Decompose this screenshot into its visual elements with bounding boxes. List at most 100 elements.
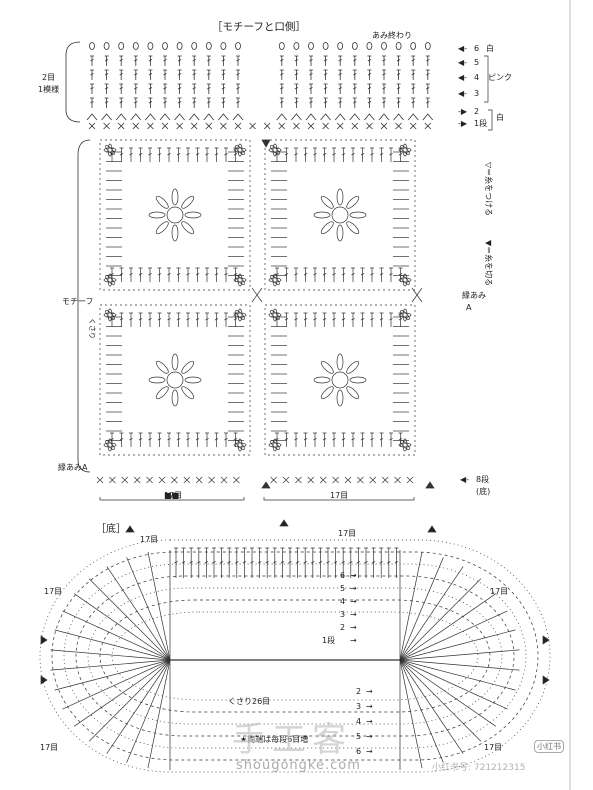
- dc-stitch: [382, 83, 386, 94]
- fan-stitch: [203, 113, 215, 121]
- dc-stitch: [221, 69, 226, 80]
- dc-stitch: [119, 432, 124, 447]
- dc-stitch: [303, 312, 308, 327]
- motif-petal: [320, 195, 334, 209]
- dc-stitch: [379, 432, 384, 447]
- left-label-line1: 2目: [42, 73, 55, 82]
- dc-stitch: [322, 267, 327, 282]
- corner-cluster: [400, 275, 410, 285]
- dc-stitch: [224, 147, 228, 162]
- oval-note: ★両端は毎段6目増: [240, 734, 308, 744]
- dc-stitch: [163, 83, 167, 94]
- fan-stitch: [188, 113, 200, 121]
- sc-stitch: [295, 476, 302, 484]
- count-right: 17目: [330, 491, 348, 500]
- fan-ray-left: [54, 659, 171, 691]
- chain-stitch: [278, 42, 285, 50]
- sc-stitch: [394, 476, 401, 484]
- dc-stitch: [157, 267, 162, 282]
- fan-ray-right: [399, 629, 516, 661]
- fan-ray-right: [399, 649, 520, 661]
- corner-cluster: [398, 277, 412, 283]
- sc-stitch: [381, 476, 389, 484]
- dc-stitch: [313, 147, 317, 162]
- band-row-1: 1段: [474, 118, 487, 128]
- dc-stitch: [192, 97, 197, 108]
- dc-stitch: [221, 55, 226, 66]
- corner-cluster: [270, 440, 280, 450]
- fan-ray-left: [88, 578, 171, 661]
- dc-stitch: [176, 267, 181, 282]
- dc-stitch: [382, 97, 386, 108]
- dc-stitch: [360, 432, 365, 447]
- dc-stitch: [352, 83, 357, 94]
- dc-stitch: [351, 312, 355, 327]
- dc-stitch: [425, 83, 430, 94]
- dc-stitch: [279, 69, 284, 80]
- dc-stitch: [205, 267, 209, 282]
- corner-cluster: [237, 143, 243, 157]
- chain-stitch: [89, 42, 95, 50]
- dc-stitch: [242, 547, 247, 578]
- corner-cluster: [270, 145, 280, 155]
- count-left: 17目: [164, 491, 182, 500]
- corner-cluster: [237, 438, 243, 452]
- dc-stitch: [176, 147, 181, 162]
- oval-round: [75, 575, 515, 737]
- dc-stitch: [313, 267, 317, 282]
- dc-stitch: [322, 147, 327, 162]
- sc-stitch: [117, 122, 125, 130]
- fan-ray-right: [399, 659, 444, 763]
- motif-center-ring: [166, 206, 184, 224]
- count-left-bottom: 17目: [40, 743, 58, 752]
- motif-petal: [155, 360, 169, 374]
- dc-stitch: [119, 147, 124, 162]
- increase-marker: [125, 525, 135, 533]
- corner-cluster: [398, 312, 412, 318]
- dc-stitch: [351, 267, 355, 282]
- sc-stitch: [147, 122, 154, 130]
- dc-stitch: [177, 97, 182, 108]
- dc-stitch: [157, 432, 162, 447]
- dc-stitch: [176, 432, 181, 447]
- corner-cluster: [400, 145, 410, 155]
- arrow-glyph: →: [366, 732, 373, 741]
- fan-ray-right: [399, 659, 516, 691]
- legend-cut: ▼＝糸を切る: [484, 240, 494, 286]
- dc-stitch: [411, 69, 416, 80]
- oval-lower-row-number: 4: [356, 717, 361, 726]
- dc-stitch: [148, 432, 152, 447]
- chain-stitch: [220, 42, 227, 50]
- dc-stitch: [177, 55, 182, 66]
- oval-round: [63, 563, 527, 749]
- dc-stitch: [133, 97, 138, 108]
- dc-stitch: [167, 312, 171, 327]
- oval-upper-row-number: 1段: [322, 635, 335, 645]
- dc-stitch: [341, 267, 346, 282]
- fan-ray-right: [399, 659, 464, 754]
- oval-base-diagram: [39, 519, 551, 773]
- dc-stitch: [389, 267, 393, 282]
- dc-stitch: [341, 432, 346, 447]
- dc-stitch: [224, 267, 228, 282]
- band-row-labels: ◀‐ 6 白 ◀‐ 5 ◀‐ 4 ピンク ◀‐ 3 ‐▶ 2 ‐▶ 1段 白: [458, 43, 512, 128]
- count-bracket-right: [263, 497, 415, 501]
- count-top-right: 17目: [338, 529, 356, 538]
- top-band-stitches: [86, 42, 434, 130]
- dc-stitch: [313, 432, 317, 447]
- join-cross: [251, 287, 263, 303]
- oval-lower-row-number: 3: [356, 702, 361, 711]
- sc-stitch: [357, 476, 364, 484]
- corner-cluster: [272, 438, 278, 452]
- dc-stitch: [341, 312, 346, 327]
- band-color-white-top: 白: [486, 43, 494, 53]
- sc-stitch: [307, 476, 315, 484]
- svg-text:◀‐: ◀‐: [458, 89, 467, 98]
- dc-stitch: [176, 312, 181, 327]
- fan-stitch: [86, 113, 98, 121]
- oval-upper-row-number: 5: [340, 584, 345, 593]
- dc-stitch: [279, 97, 284, 108]
- dc-stitch: [138, 147, 143, 162]
- dc-stitch: [148, 267, 152, 282]
- dc-stitch: [396, 83, 401, 94]
